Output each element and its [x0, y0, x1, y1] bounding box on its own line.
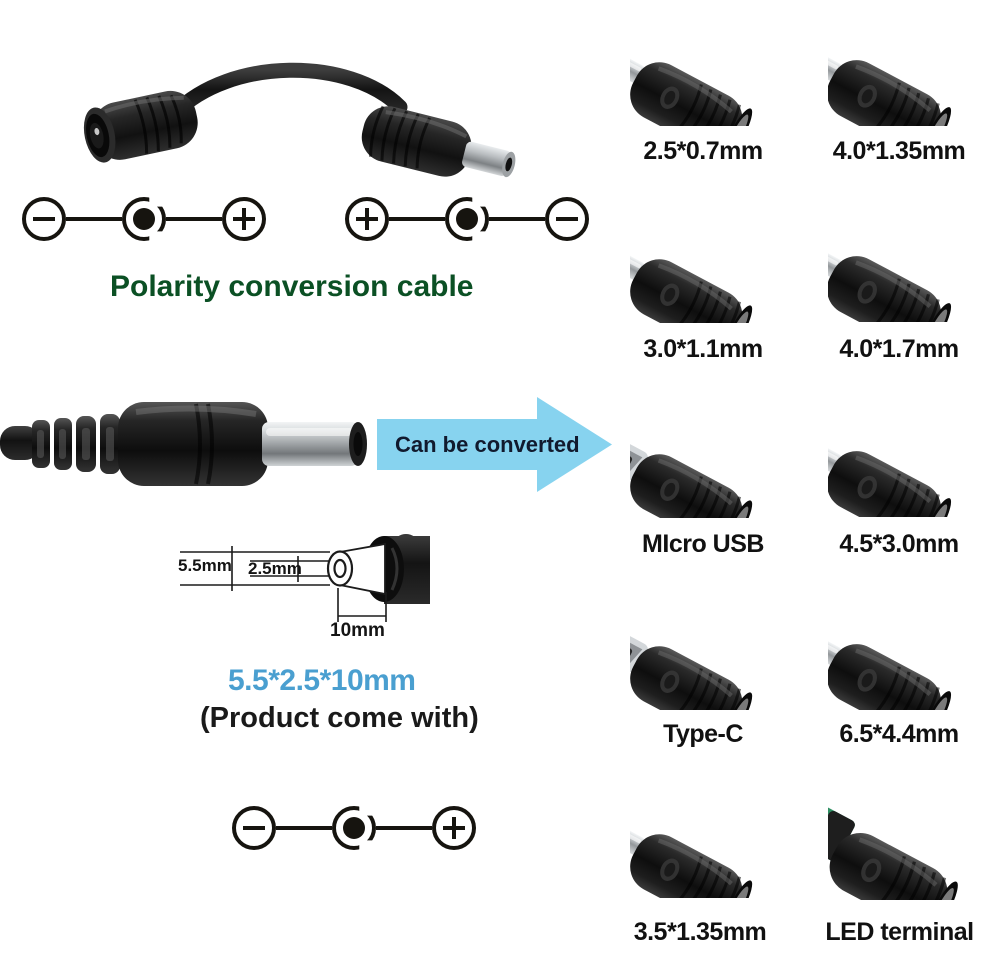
tip-label-micro-usb: MIcro USB	[642, 530, 764, 558]
minus-icon	[545, 197, 589, 241]
tip-label-3.0x1.1mm: 3.0*1.1mm	[643, 335, 763, 363]
minus-icon	[232, 806, 276, 850]
tip-label-6.5x4.4mm: 6.5*4.4mm	[839, 720, 959, 748]
plus-icon	[345, 197, 389, 241]
center-pin-icon	[332, 806, 376, 850]
polarity-connector-line	[376, 826, 432, 830]
tip-label-3.5x1.35mm: 3.5*1.35mm	[633, 918, 767, 946]
minus-icon	[22, 197, 66, 241]
tip-image-3.5x1.35mm	[630, 780, 770, 898]
outer-diameter-label: 5.5mm	[178, 556, 232, 575]
plus-icon	[222, 197, 266, 241]
polarity-connector-line	[489, 217, 545, 221]
male-end-polarity-symbol	[345, 197, 589, 241]
can-be-converted-arrow: Can be converted	[377, 397, 612, 492]
tip-image-type-c	[630, 592, 770, 710]
polarity-conversion-cable-image	[70, 55, 520, 195]
female-end-polarity-symbol	[22, 197, 266, 241]
tip-label-2.5x0.7mm: 2.5*0.7mm	[643, 137, 763, 165]
length-label: 10mm	[330, 620, 385, 641]
tip-image-led-terminal	[828, 776, 978, 900]
connector-tips-grid: 2.5*0.7mm 4.0*1.35mm 3.0*1.1mm 4.0*1.7mm…	[600, 0, 999, 958]
tip-image-4.0x1.35mm	[828, 4, 968, 126]
tip-image-6.5x4.4mm	[828, 588, 968, 710]
can-be-converted-label: Can be converted	[395, 431, 580, 457]
polarity-conversion-cable-caption: Polarity conversion cable	[110, 270, 474, 303]
tip-image-4.5x3.0mm	[828, 395, 968, 517]
polarity-connector-line	[166, 217, 222, 221]
center-pin-icon	[122, 197, 166, 241]
tip-image-3.0x1.1mm	[630, 205, 770, 323]
center-pin-icon	[445, 197, 489, 241]
plus-icon	[432, 806, 476, 850]
tip-image-micro-usb	[630, 400, 770, 518]
product-come-with-note: (Product come with)	[200, 702, 479, 734]
tip-image-4.0x1.7mm	[828, 200, 968, 322]
main-dc-plug-image	[0, 378, 385, 513]
tip-label-led-terminal: LED terminal	[825, 918, 974, 946]
tip-label-4.5x3.0mm: 4.5*3.0mm	[839, 530, 959, 558]
product-spec-caption: 5.5*2.5*10mm	[228, 664, 416, 697]
product-polarity-symbol	[232, 806, 476, 850]
tip-label-4.0x1.7mm: 4.0*1.7mm	[839, 335, 959, 363]
polarity-connector-line	[66, 217, 122, 221]
tip-image-2.5x0.7mm	[630, 8, 770, 126]
tip-label-4.0x1.35mm: 4.0*1.35mm	[832, 137, 966, 165]
tip-label-type-c: Type-C	[663, 720, 743, 748]
dimension-diagram: 5.5mm 2.5mm 10mm	[170, 530, 470, 645]
polarity-connector-line	[276, 826, 332, 830]
polarity-connector-line	[389, 217, 445, 221]
inner-diameter-label: 2.5mm	[248, 559, 302, 578]
